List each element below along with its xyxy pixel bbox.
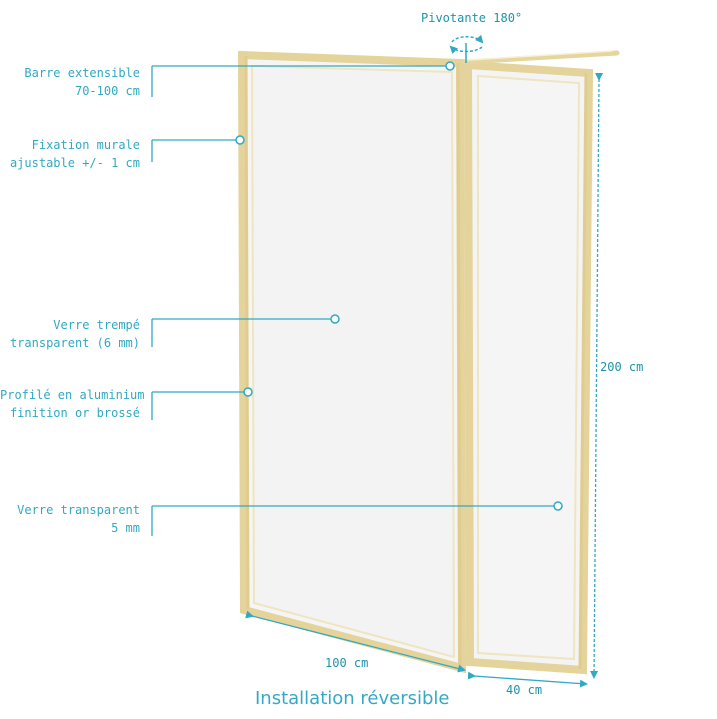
callout-wall-fixation (151, 135, 245, 162)
callout-profile (151, 387, 253, 420)
callout-clear-glass (151, 501, 563, 536)
main-glass-inner (250, 64, 456, 659)
pivot-label: Pivotante 180° (421, 11, 523, 25)
tempered-glass-line-1: Verre trempé (53, 318, 140, 332)
wall-fixation-label: Fixation murale ajustable +/- 1 cm (9, 136, 140, 172)
extensible-bar-highlight (467, 50, 613, 61)
wall-fixation-line-1: Fixation murale (31, 138, 140, 152)
callout-bar (151, 61, 455, 97)
pivot-arc (451, 34, 484, 44)
wall-fixation-line-2: ajustable +/- 1 cm (9, 156, 140, 170)
height-label: 200 cm (600, 360, 644, 374)
installation-reversible-label: Installation réversible (255, 688, 450, 709)
bar-label-line-1: Barre extensible (24, 66, 140, 80)
clear-glass-line-2: 5 mm (111, 521, 140, 535)
profile-label: Profilé en aluminium finition or brossé (0, 386, 145, 422)
height-dimension (590, 72, 604, 679)
side-width-label: 40 cm (506, 683, 543, 697)
extensible-bar (461, 50, 620, 65)
main-frame-right-edge (456, 62, 462, 668)
side-frame-right-edge (578, 72, 588, 670)
callout-tempered-glass (151, 314, 340, 347)
clear-glass-line-1: Verre transparent (17, 503, 140, 517)
main-width-label: 100 cm (325, 656, 369, 670)
side-width-dimension (467, 671, 588, 688)
side-glass-inner (477, 74, 581, 661)
tempered-glass-label: Verre trempé transparent (6 mm) (0, 316, 140, 352)
bar-label-line-2: 70-100 cm (74, 84, 140, 98)
profile-line-1: Profilé en aluminium (0, 388, 145, 402)
tempered-glass-line-2: transparent (6 mm) (9, 336, 140, 350)
profile-line-2: finition or brossé (9, 406, 140, 420)
bar-label: Barre extensible 70-100 cm (16, 64, 140, 100)
clear-glass-label: Verre transparent 5 mm (0, 501, 140, 537)
main-frame-left-edge (244, 55, 250, 610)
main-width-dimension (245, 610, 466, 673)
pivot-indicator (449, 34, 484, 63)
